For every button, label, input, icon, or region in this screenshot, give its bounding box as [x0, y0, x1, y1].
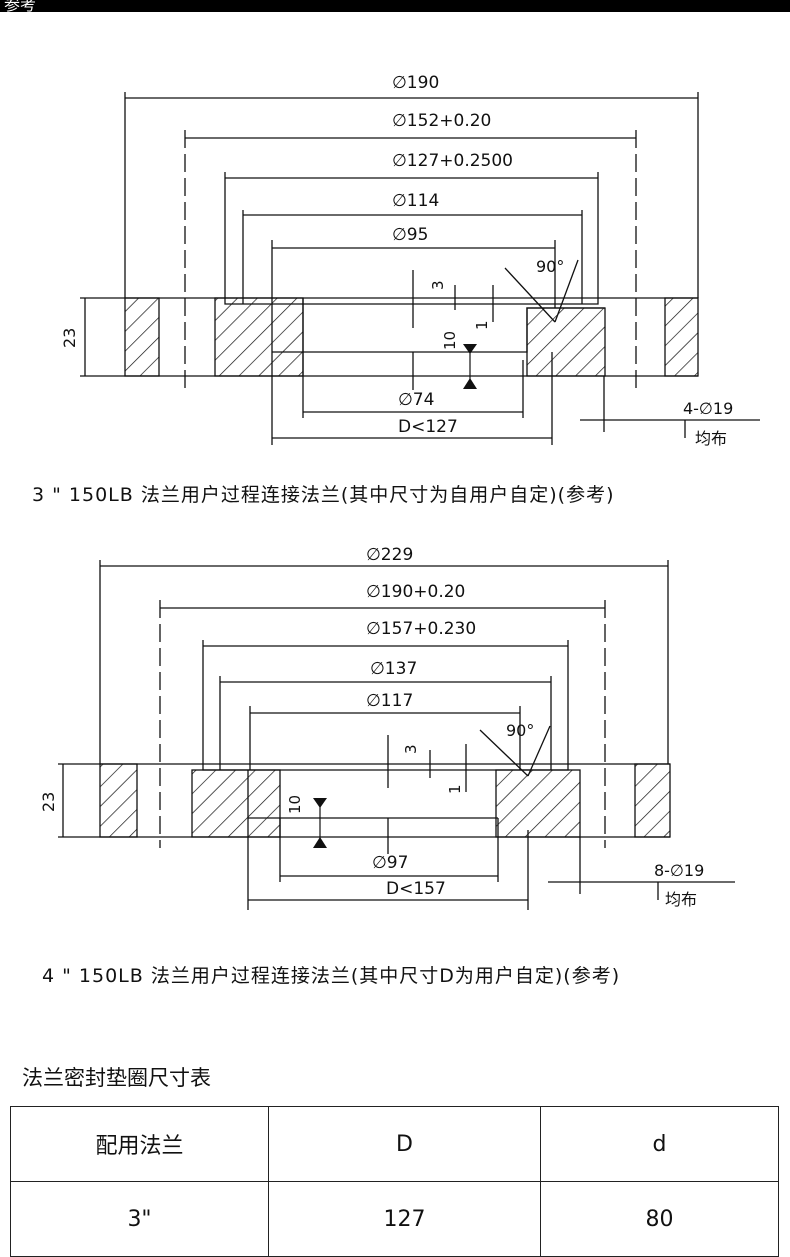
cell-d-lower: 80: [540, 1181, 779, 1257]
gasket-size-table: 配用法兰 D d 3" 127 80: [10, 1106, 779, 1257]
dim-recess: ∅137: [370, 659, 417, 679]
drawing-caption-3in: 3 " 150LB 法兰用户过程连接法兰(其中尺寸为自用户自定)(参考): [32, 484, 615, 506]
table-title: 法兰密封垫圈尺寸表: [22, 1066, 211, 1090]
table-row: 3" 127 80: [10, 1181, 779, 1257]
dim-outer-diameter: ∅229: [366, 545, 413, 565]
dim-bolt-circle: ∅152+0.20: [392, 111, 491, 131]
dim-inner: ∅117: [366, 691, 413, 711]
header-d-lower: d: [540, 1106, 779, 1182]
dim-d-limit: D<157: [386, 879, 446, 899]
top-bar: 参考: [0, 0, 790, 12]
dim-small-10: 10: [286, 795, 304, 814]
dim-angle: 90°: [506, 721, 534, 740]
top-bar-text: 参考: [4, 0, 37, 12]
table-header-row: 配用法兰 D d: [10, 1106, 779, 1182]
dim-small-1: 1: [446, 784, 464, 794]
dim-raised-face: ∅157+0.230: [366, 619, 476, 639]
dim-bore: ∅97: [372, 853, 408, 873]
dim-thickness: 23: [60, 328, 79, 348]
dim-angle: 90°: [536, 257, 564, 276]
dim-bore: ∅74: [398, 390, 434, 410]
dim-recess: ∅114: [392, 191, 439, 211]
dim-outer-diameter: ∅190: [392, 73, 439, 93]
cell-d-upper: 127: [268, 1181, 541, 1257]
header-flange: 配用法兰: [10, 1106, 269, 1182]
drawing-caption-4in: 4 " 150LB 法兰用户过程连接法兰(其中尺寸D为用户自定)(参考): [42, 965, 621, 987]
header-d-upper: D: [268, 1106, 541, 1182]
dim-thickness: 23: [39, 792, 58, 812]
dim-holes-note: 均布: [695, 429, 727, 448]
dim-holes-note: 均布: [665, 890, 697, 909]
dim-raised-face: ∅127+0.2500: [392, 151, 513, 171]
dim-small-10: 10: [441, 331, 459, 350]
dim-bolt-circle: ∅190+0.20: [366, 582, 465, 602]
dim-small-3: 3: [402, 744, 420, 754]
flange-drawing-3in: ∅190 ∅152+0.20 ∅127+0.2500 ∅114 ∅95 ∅74 …: [60, 73, 760, 448]
dim-small-1: 1: [473, 320, 491, 330]
dim-d-limit: D<127: [398, 417, 458, 437]
dim-holes: 8-∅19: [654, 861, 704, 880]
dim-holes: 4-∅19: [683, 399, 733, 418]
flange-drawing-4in: ∅229 ∅190+0.20 ∅157+0.230 ∅137 ∅117 ∅97 …: [39, 545, 735, 910]
cell-flange: 3": [10, 1181, 269, 1257]
dim-inner: ∅95: [392, 225, 428, 245]
dim-small-3: 3: [429, 280, 447, 290]
